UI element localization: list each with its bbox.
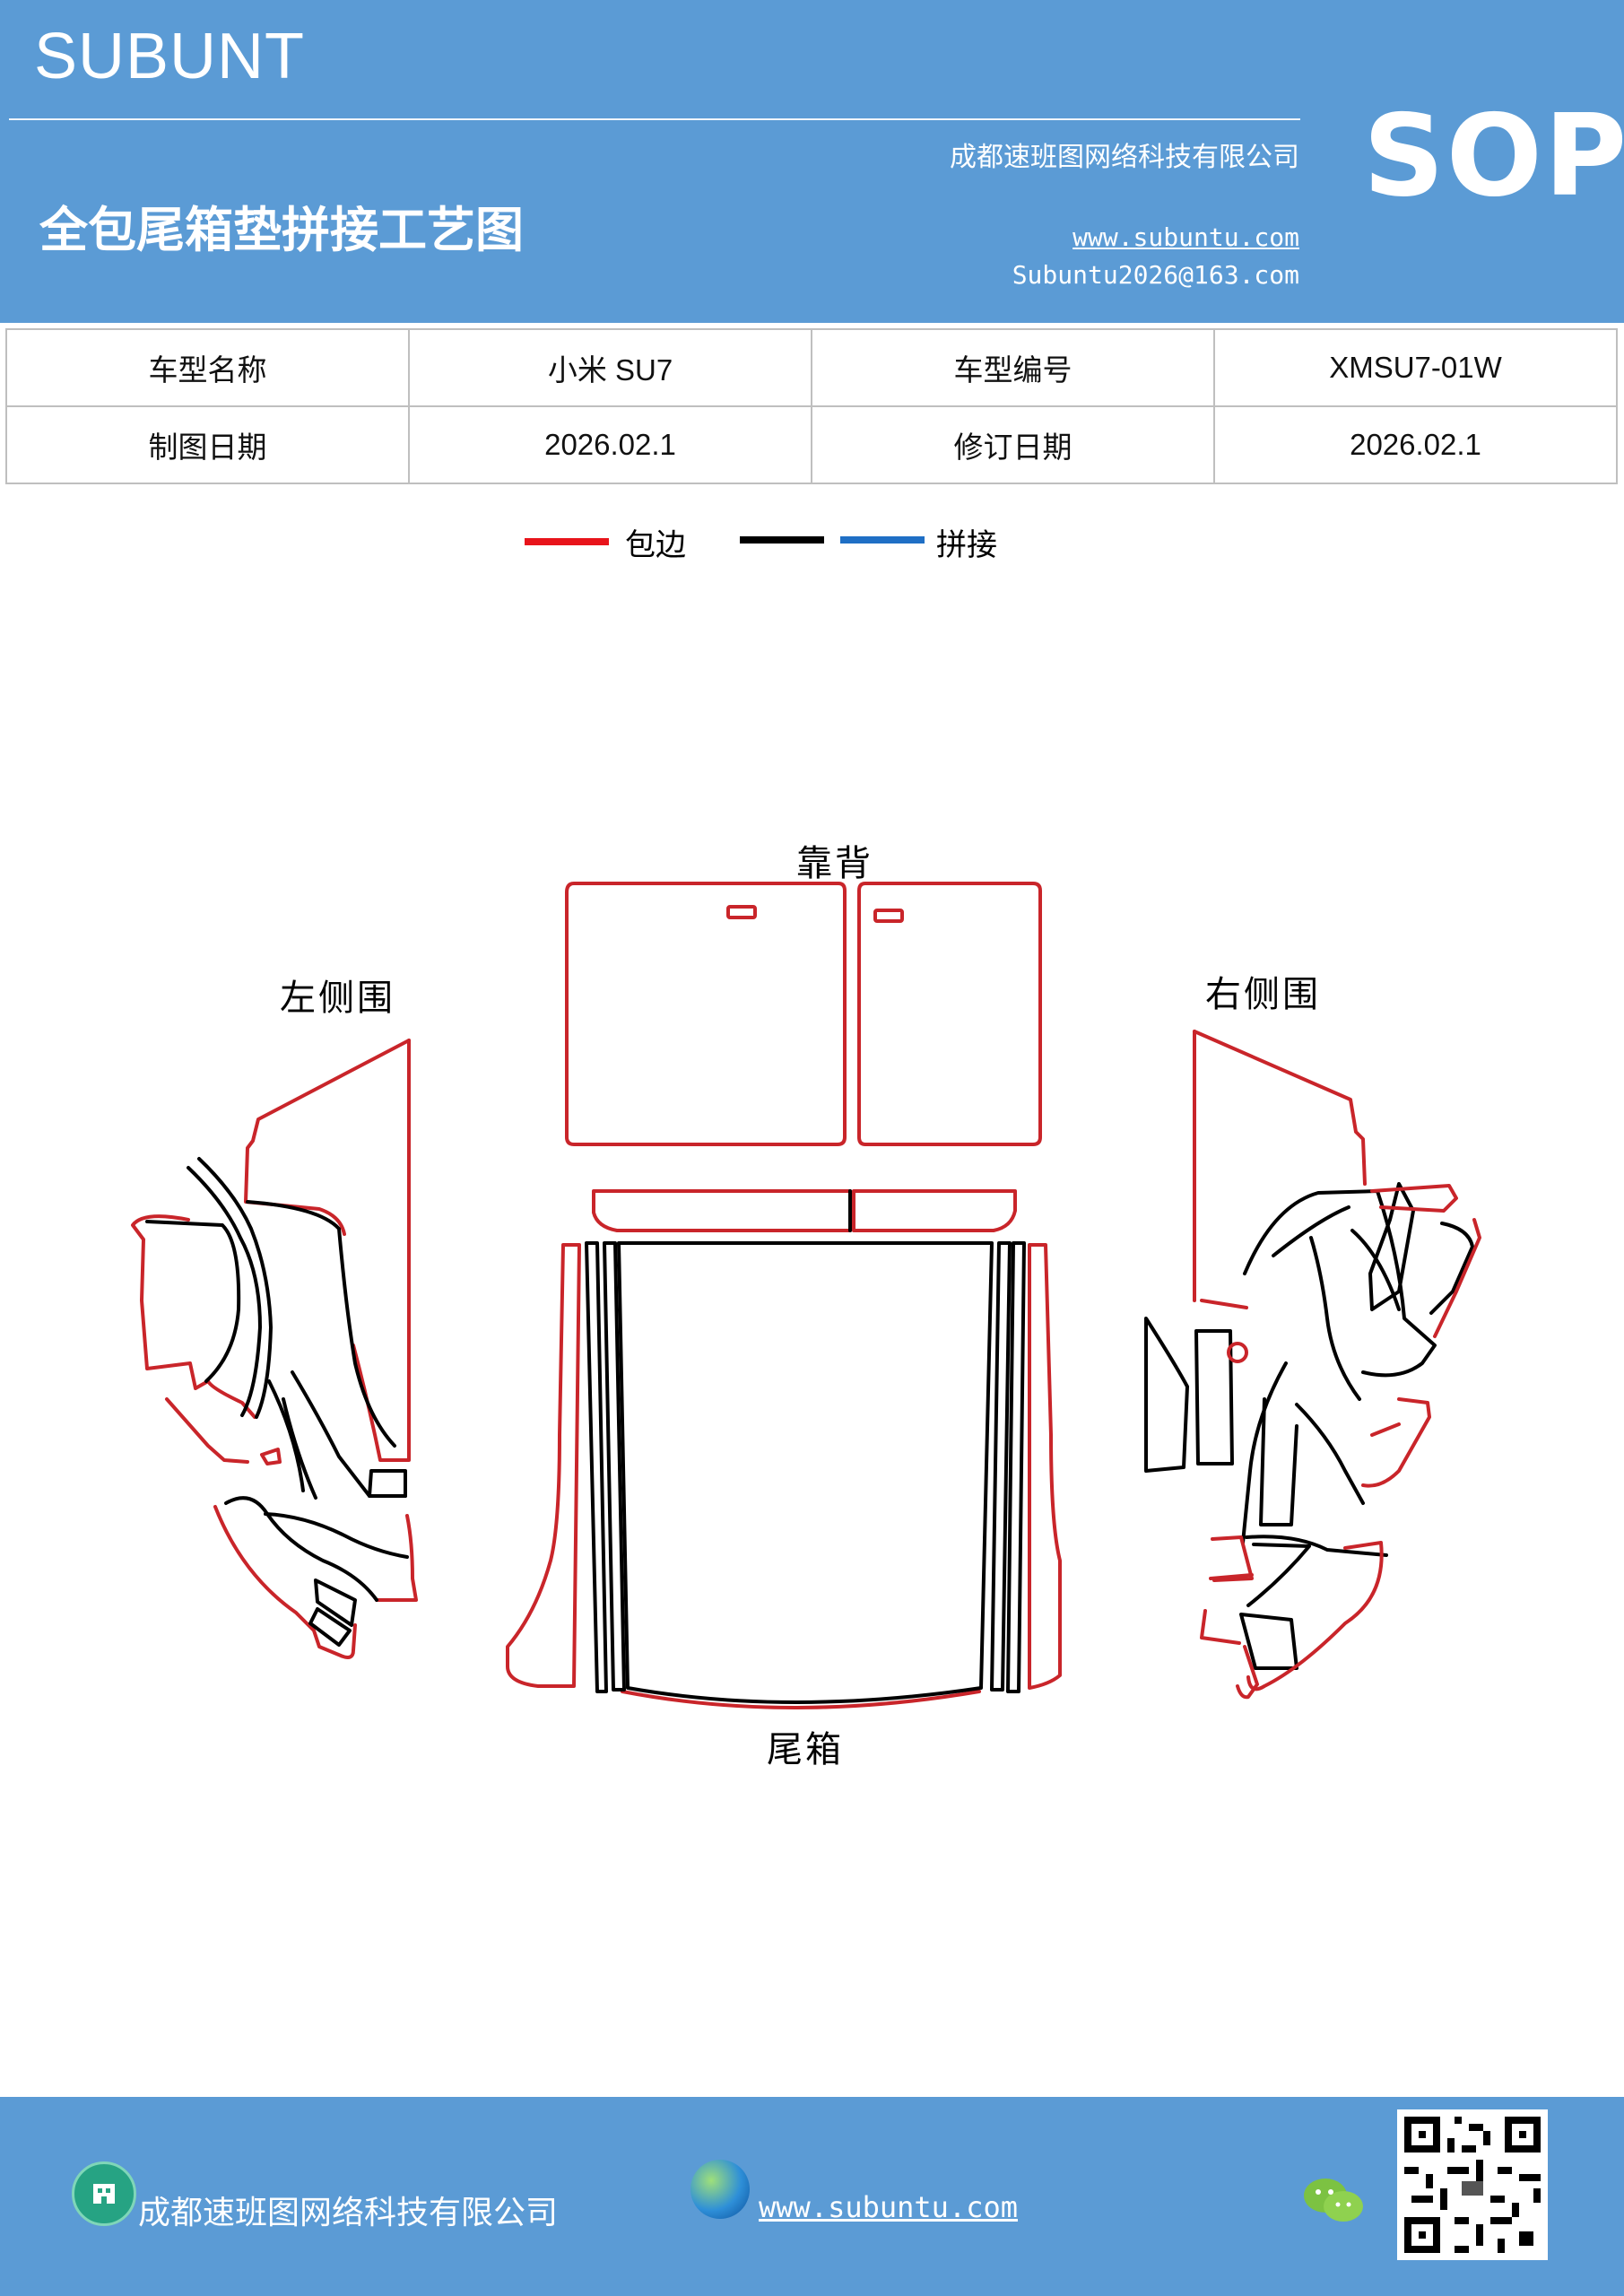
right-piece-j bbox=[1245, 1535, 1388, 1557]
footer-website-link[interactable]: www.subuntu.com bbox=[759, 2190, 1018, 2224]
right-piece-c bbox=[1243, 1189, 1437, 1378]
right-piece-f bbox=[1350, 1229, 1401, 1311]
left-piece-i bbox=[224, 1496, 378, 1602]
right-piece-h bbox=[1259, 1397, 1298, 1526]
left-piece-l bbox=[308, 1607, 352, 1647]
left-panel-notch bbox=[260, 1448, 282, 1465]
trunk-left-outer bbox=[506, 1243, 581, 1688]
right-side-label: 右侧围 bbox=[1205, 974, 1321, 1015]
company-name: 成都速班图网络科技有限公司 bbox=[950, 142, 1299, 173]
backrest-left-panel bbox=[565, 882, 847, 1146]
model-name-label: 车型名称 bbox=[5, 328, 410, 407]
right-piece-l bbox=[1239, 1613, 1298, 1670]
right-panel-bottom-bar bbox=[1209, 1573, 1254, 1580]
left-piece-f bbox=[291, 1370, 407, 1498]
left-panel-bottom-right bbox=[375, 1514, 418, 1602]
left-piece-k bbox=[314, 1578, 357, 1627]
globe-icon bbox=[690, 2160, 750, 2219]
legend-edge-label: 包边 bbox=[625, 527, 686, 563]
wechat-icon[interactable] bbox=[1302, 2174, 1365, 2228]
trunk-label: 尾箱 bbox=[767, 1729, 844, 1770]
right-panel-outer-b bbox=[1433, 1218, 1481, 1338]
legend-black-line bbox=[740, 536, 824, 544]
trunk-left-seam-a bbox=[585, 1241, 608, 1693]
right-piece-g bbox=[1241, 1361, 1288, 1544]
trunk-floor bbox=[617, 1241, 994, 1704]
website-link[interactable]: www.subuntu.com bbox=[1073, 222, 1299, 252]
left-piece-h bbox=[368, 1469, 407, 1498]
left-panel-outer bbox=[131, 1214, 256, 1419]
right-piece-d bbox=[1272, 1205, 1350, 1257]
right-panel-top bbox=[1193, 1030, 1367, 1186]
right-piece-b bbox=[1144, 1317, 1189, 1473]
revise-date-value: 2026.02.1 bbox=[1213, 405, 1618, 484]
backrest-right-slot bbox=[873, 909, 904, 923]
left-side-label: 左侧围 bbox=[280, 978, 395, 1019]
left-piece-c bbox=[246, 1200, 396, 1448]
right-panel-lower-b bbox=[1370, 1422, 1401, 1437]
qr-code[interactable] bbox=[1397, 2109, 1548, 2260]
backrest-left-slot bbox=[726, 905, 757, 919]
trunk-right-seam-a bbox=[990, 1241, 1012, 1692]
legend-edge-line bbox=[525, 538, 609, 545]
sop-badge: SOP bbox=[1363, 90, 1624, 222]
brand-name: SUBUNT bbox=[34, 21, 306, 92]
right-panel-base bbox=[1200, 1609, 1241, 1645]
trunk-front-strip bbox=[592, 1189, 852, 1232]
backrest-label: 靠背 bbox=[796, 843, 873, 884]
left-piece-b bbox=[197, 1157, 273, 1419]
model-code-value: XMSU7-01W bbox=[1213, 328, 1618, 407]
left-panel-edge bbox=[352, 1039, 411, 1462]
draw-date-label: 制图日期 bbox=[5, 405, 410, 484]
right-piece-n bbox=[1429, 1222, 1474, 1315]
left-piece-g bbox=[282, 1397, 317, 1500]
email-address: Subuntu2026@163.com bbox=[1012, 260, 1299, 290]
backrest-right-panel bbox=[857, 882, 1042, 1146]
trunk-front-strip-right bbox=[852, 1189, 1017, 1232]
trunk-left-seam-b bbox=[603, 1241, 626, 1692]
vehicle-info-table: 车型名称 小米 SU7 车型编号 XMSU7-01W 制图日期 2026.02.… bbox=[5, 328, 1618, 484]
table-row: 制图日期 2026.02.1 修订日期 2026.02.1 bbox=[5, 405, 1618, 484]
legend: 包边 拼接 bbox=[0, 520, 1624, 574]
right-panel-mid bbox=[1200, 1299, 1248, 1309]
right-piece-k bbox=[1246, 1543, 1311, 1607]
right-panel-base-left bbox=[1236, 1645, 1259, 1700]
revise-date-label: 修订日期 bbox=[811, 405, 1215, 484]
header-divider bbox=[9, 118, 1300, 120]
trunk-right-seam-b bbox=[1006, 1241, 1026, 1693]
trunk-right-outer bbox=[1028, 1243, 1062, 1690]
legend-seam-label: 拼接 bbox=[936, 527, 997, 563]
model-code-label: 车型编号 bbox=[811, 328, 1215, 407]
left-panel-lower bbox=[165, 1397, 249, 1464]
right-piece-i bbox=[1295, 1403, 1365, 1505]
right-panel-bottom bbox=[1211, 1535, 1254, 1582]
table-row: 车型名称 小米 SU7 车型编号 XMSU7-01W bbox=[5, 328, 1618, 407]
building-icon bbox=[72, 2161, 136, 2226]
left-piece-j bbox=[264, 1512, 409, 1559]
left-panel-bottom bbox=[213, 1505, 357, 1659]
document-title: 全包尾箱垫拼接工艺图 bbox=[39, 202, 524, 258]
right-panel-lower-a bbox=[1361, 1397, 1431, 1488]
model-name-value: 小米 SU7 bbox=[408, 328, 812, 407]
draw-date-value: 2026.02.1 bbox=[408, 405, 812, 484]
right-piece-e bbox=[1309, 1236, 1361, 1401]
footer-company-name: 成都速班图网络科技有限公司 bbox=[138, 2195, 559, 2231]
left-piece-d bbox=[145, 1220, 241, 1383]
header-banner: SUBUNT 成都速班图网络科技有限公司 全包尾箱垫拼接工艺图 www.subu… bbox=[0, 0, 1624, 323]
legend-seam-line bbox=[840, 536, 925, 544]
right-panel-outer-a bbox=[1370, 1184, 1458, 1213]
right-piece-a bbox=[1194, 1329, 1234, 1465]
left-panel-top bbox=[244, 1039, 411, 1236]
footer-banner: 成都速班图网络科技有限公司 www.subuntu.com bbox=[0, 2097, 1624, 2296]
right-panel-hole bbox=[1227, 1342, 1248, 1363]
left-piece-a bbox=[187, 1166, 262, 1417]
left-piece-e bbox=[267, 1379, 305, 1492]
trunk-floor-bottom-edge bbox=[621, 1690, 981, 1709]
